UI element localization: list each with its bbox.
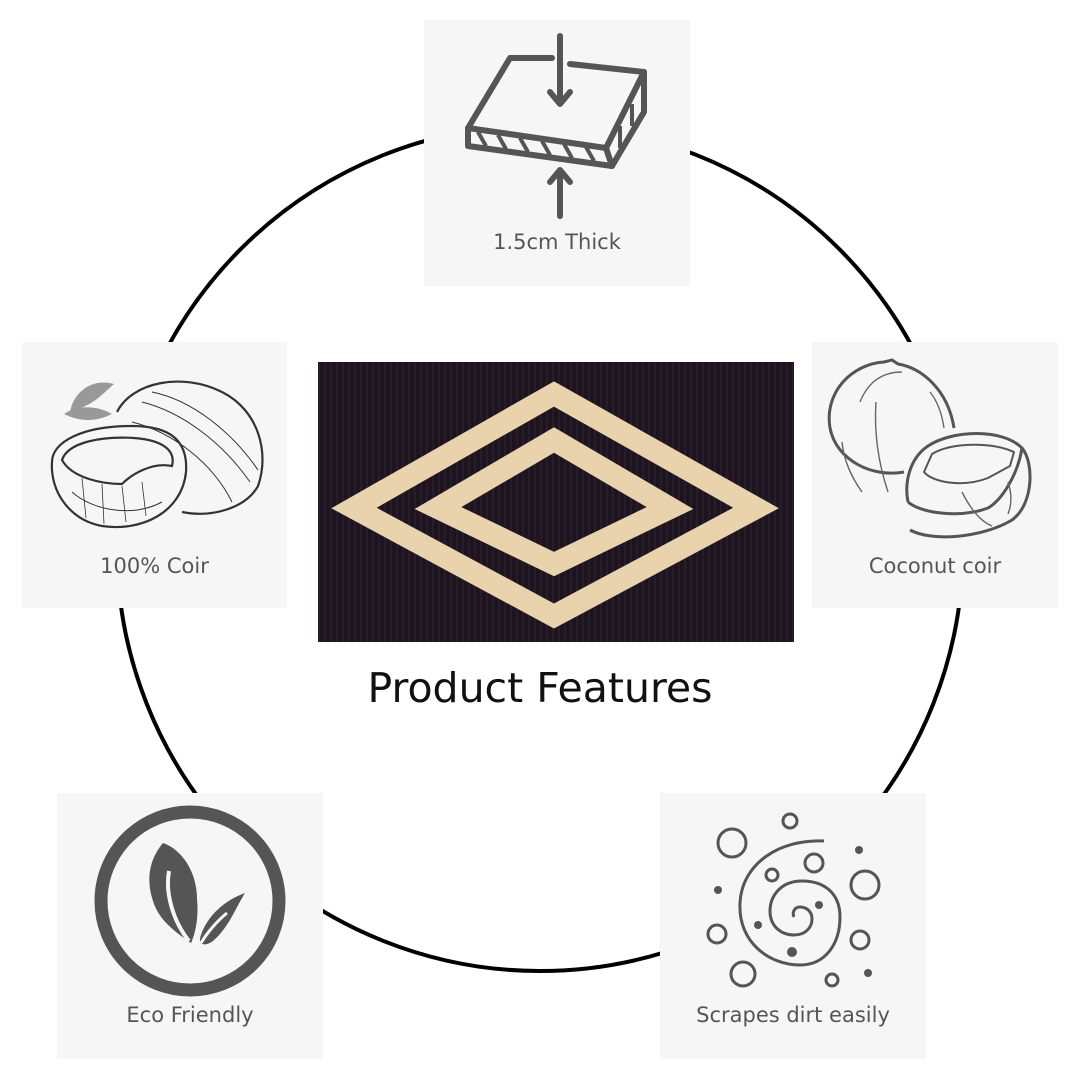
thickness-icon: [465, 33, 647, 219]
feature-label: Coconut coir: [868, 554, 1002, 578]
page-title: Product Features: [367, 664, 713, 712]
dirt-swirl-icon: [706, 812, 881, 988]
feature-label: 100% Coir: [100, 554, 209, 578]
coconut-outline-icon: [827, 358, 1032, 539]
feature-card-eco: Eco Friendly: [57, 793, 323, 1059]
feature-card-coir: 100% Coir: [22, 342, 287, 608]
feature-card-scrape: Scrapes dirt easily: [660, 793, 926, 1059]
leaf-circle-icon: [94, 805, 286, 997]
feature-card-coconut: Coconut coir: [812, 342, 1058, 608]
feature-card-thickness: 1.5cm Thick: [424, 20, 690, 286]
feature-label: Scrapes dirt easily: [696, 1003, 890, 1027]
feature-label: 1.5cm Thick: [493, 230, 621, 254]
coconut-sketch-icon: [50, 380, 264, 529]
product-image-doormat: [318, 362, 794, 642]
diamond-pattern: [331, 381, 779, 629]
feature-label: Eco Friendly: [126, 1003, 254, 1027]
